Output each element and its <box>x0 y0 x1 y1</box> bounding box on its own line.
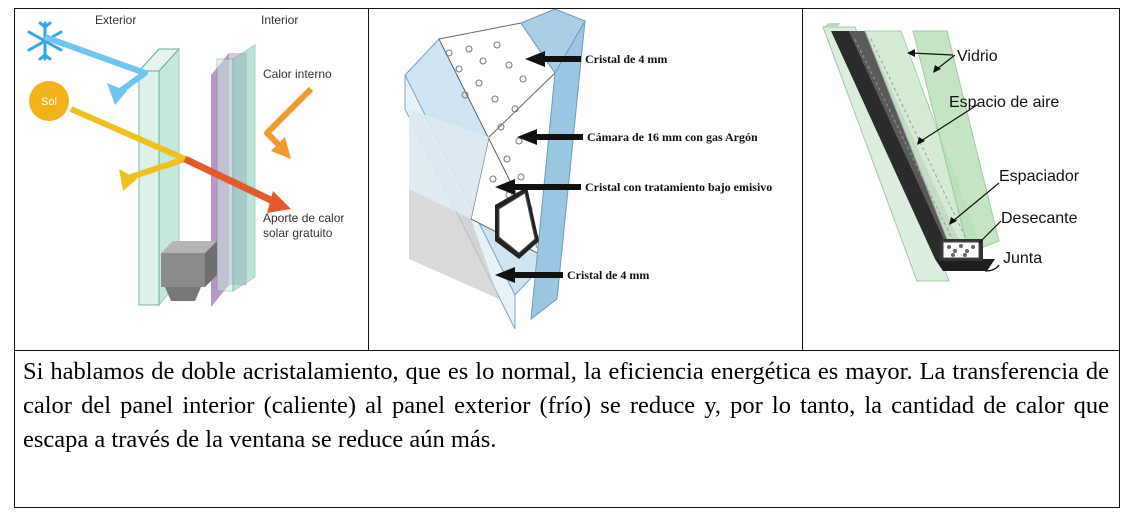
spacer-block <box>161 241 217 301</box>
label-top-glass: Cristal de 4 mm <box>585 52 667 66</box>
solar-gain-label-line2: solar gratuito <box>263 226 333 240</box>
internal-heat-label: Calor interno <box>263 67 332 81</box>
exterior-label: Exterior <box>95 13 136 27</box>
arrow-bottom <box>495 267 563 283</box>
label-spacer: Espaciador <box>999 168 1080 185</box>
sun-label: Sol <box>41 96 57 108</box>
cross-section-diagram: Cristal de 4 mm Cámara de 16 mm con gas … <box>404 8 772 330</box>
inner-glass-pane <box>520 8 586 321</box>
interior-glass-pane <box>216 44 256 292</box>
arrow-chamber <box>517 129 583 145</box>
figure-window-section: Vidrio Espacio de aire Espaciador Deseca… <box>803 9 1119 350</box>
cold-arrow <box>43 34 148 105</box>
row-divider <box>15 350 1119 351</box>
leader-lines <box>910 52 1002 272</box>
sun-icon: Sol <box>29 81 69 121</box>
label-seal: Junta <box>1003 250 1042 267</box>
heat-transfer-diagram: Sol Exterior Interior <box>27 13 344 307</box>
figure-table: Sol Exterior Interior <box>14 8 1120 508</box>
label-desiccant: Desecante <box>1001 210 1078 227</box>
spacer-desiccant <box>939 239 983 261</box>
arrow-heads <box>907 49 957 225</box>
figure-heat-transfer: Sol Exterior Interior <box>15 9 369 350</box>
arrow-low-e <box>495 179 581 195</box>
window-section-diagram: Vidrio Espacio de aire Espaciador Deseca… <box>822 23 1080 282</box>
arrow-top <box>525 51 581 67</box>
interior-label: Interior <box>261 13 298 27</box>
label-air-space: Espacio de aire <box>949 94 1059 111</box>
argon-chamber <box>409 22 556 299</box>
figure-cross-section: Cristal de 4 mm Cámara de 16 mm con gas … <box>369 8 803 350</box>
solar-gain-arrow <box>183 155 291 213</box>
label-low-e-glass: Cristal con tratamiento bajo emisivo <box>585 180 772 194</box>
internal-heat-arrow <box>264 86 314 159</box>
spacer-black <box>495 187 539 259</box>
caption-paragraph: Si hablamos de doble acristalamiento, qu… <box>23 358 1109 453</box>
solar-gain-label-line1: Aporte de calor <box>263 211 344 225</box>
label-bottom-glass: Cristal de 4 mm <box>567 268 649 282</box>
snowflake-icon <box>27 21 63 61</box>
label-argon-chamber: Cámara de 16 mm con gas Argón <box>587 130 758 144</box>
label-glass: Vidrio <box>957 48 998 65</box>
